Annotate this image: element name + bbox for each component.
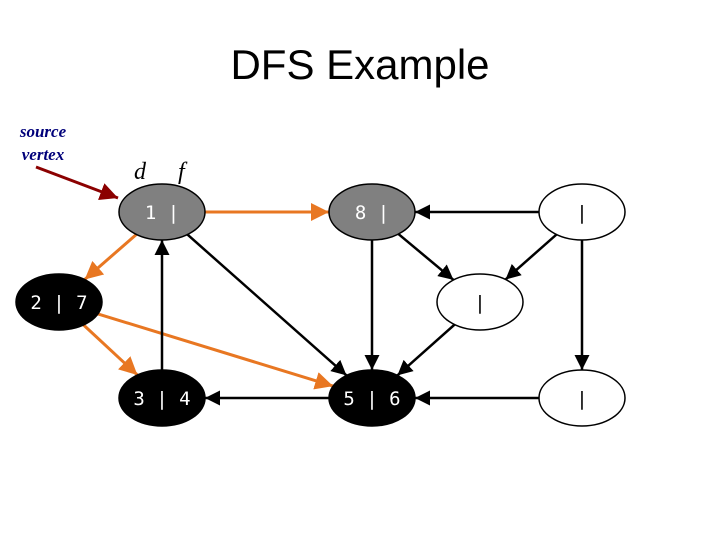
vertex-vMR: | bbox=[436, 273, 524, 331]
vertex-v8: 8 | bbox=[328, 183, 416, 241]
source-label-line-2: vertex bbox=[21, 145, 65, 164]
tree-edge-v2-to-v5 bbox=[97, 312, 334, 390]
vertices-layer: 1 | 8 | | 2 | 7 | 3 | 4 5 | 6 | bbox=[15, 183, 626, 427]
vertex-shape bbox=[15, 273, 103, 331]
vertex-label: | bbox=[576, 388, 587, 410]
finish-time-label: f bbox=[178, 159, 185, 185]
edges-layer bbox=[82, 203, 590, 406]
edge-v8-to-vMR bbox=[397, 233, 455, 281]
vertex-shape bbox=[328, 183, 416, 241]
vertex-label: 1 | bbox=[145, 202, 179, 224]
vertex-label: 3 | 4 bbox=[133, 388, 190, 410]
discovery-time-label: d bbox=[134, 159, 146, 185]
edge-vMR-to-v5 bbox=[396, 323, 456, 377]
vertex-v1: 1 | bbox=[118, 183, 206, 241]
vertex-shape bbox=[436, 273, 524, 331]
vertex-shape bbox=[538, 183, 626, 241]
vertex-label: | bbox=[474, 292, 485, 314]
source-label-line-1: source bbox=[19, 122, 67, 141]
vertex-shape bbox=[118, 369, 206, 427]
tree-edge-v1-to-v2 bbox=[83, 233, 138, 281]
source-vertex-label: source vertex bbox=[8, 120, 78, 166]
vertex-v5: 5 | 6 bbox=[328, 369, 416, 427]
vertex-vTR: | bbox=[538, 183, 626, 241]
slide-title: DFS Example bbox=[230, 41, 490, 88]
edge-v1-to-v5 bbox=[186, 233, 348, 377]
edge-vTR-to-vMR bbox=[504, 233, 558, 281]
source-pointer-arrow bbox=[35, 165, 119, 201]
vertex-label: | bbox=[576, 202, 587, 224]
vertex-label: 2 | 7 bbox=[30, 292, 87, 314]
vertex-v3: 3 | 4 bbox=[118, 369, 206, 427]
vertex-v2: 2 | 7 bbox=[15, 273, 103, 331]
vertex-shape bbox=[538, 369, 626, 427]
vertex-vBR: | bbox=[538, 369, 626, 427]
tree-edge-v2-to-v3 bbox=[82, 323, 139, 377]
vertex-label: 8 | bbox=[355, 202, 389, 224]
vertex-shape bbox=[118, 183, 206, 241]
vertex-label: 5 | 6 bbox=[343, 388, 400, 410]
vertex-shape bbox=[328, 369, 416, 427]
